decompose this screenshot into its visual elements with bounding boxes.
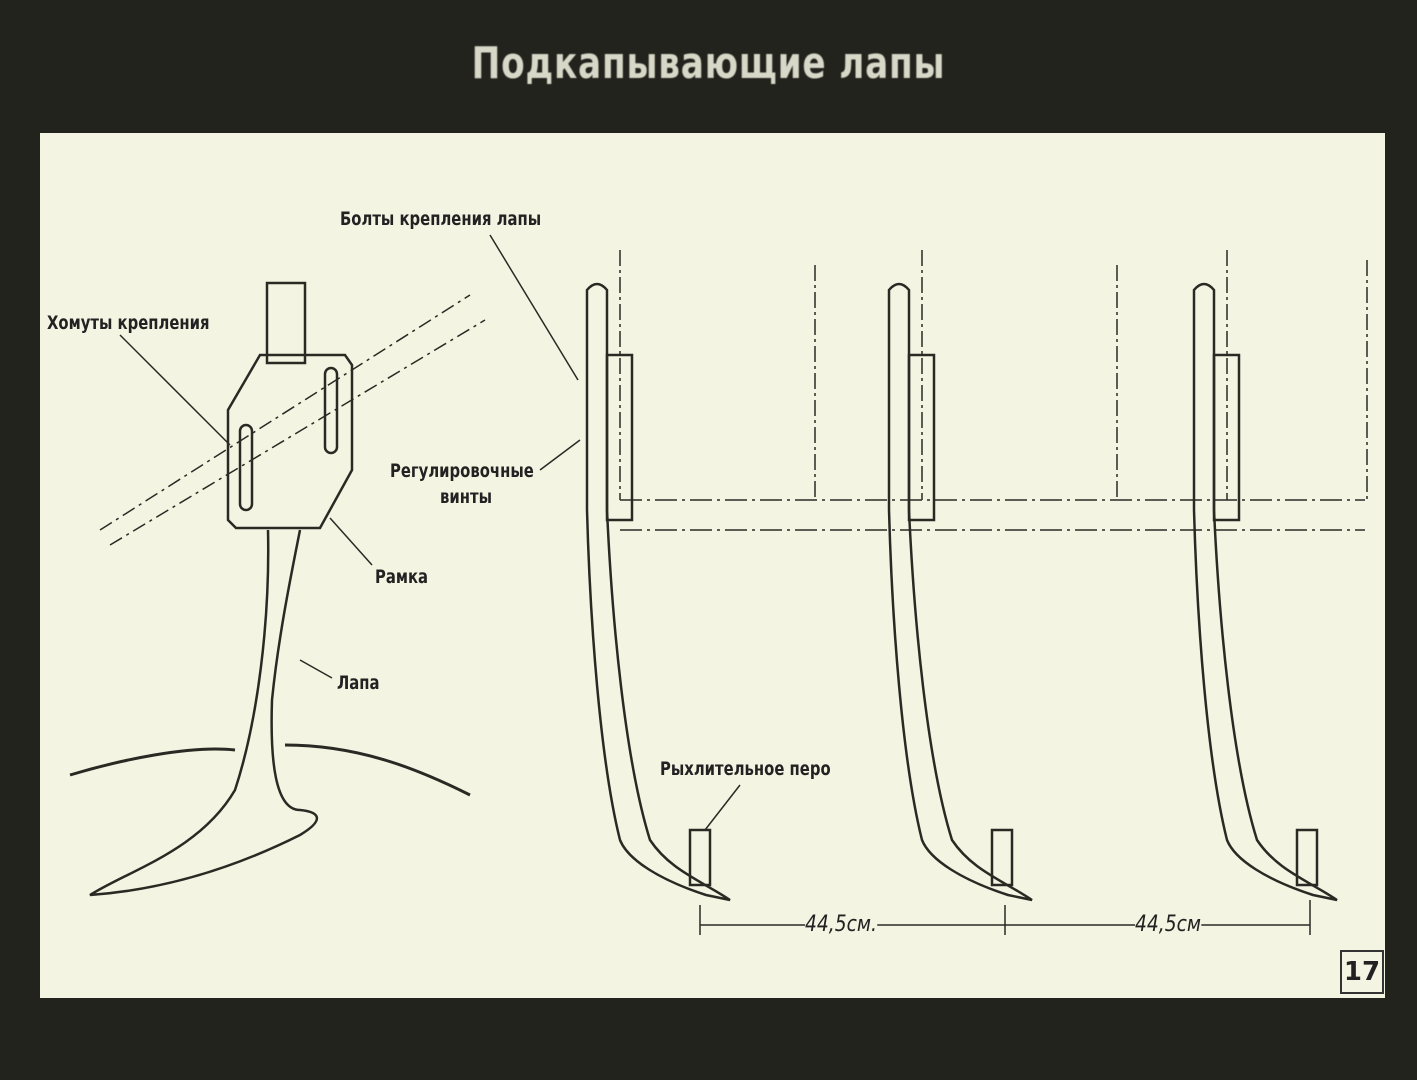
slide-number: 17	[1340, 950, 1384, 994]
side-tine-1	[585, 250, 816, 902]
slide-title: Подкапывающие лапы	[471, 38, 946, 89]
label-clamps: Хомуты крепления	[47, 312, 210, 334]
dimension-1: 44,5см.	[805, 912, 877, 937]
label-bolts: Болты крепления лапы	[340, 208, 542, 230]
side-tine-2	[887, 250, 1118, 902]
diagram-panel	[40, 133, 1385, 998]
perspective-tine	[69, 281, 486, 897]
label-tine: Лапа	[337, 672, 380, 694]
label-loosening-blade: Рыхлительное перо	[660, 758, 831, 780]
label-frame: Рамка	[375, 566, 429, 588]
side-tine-3	[1192, 250, 1368, 902]
label-adjust-screws-1: Регулировочные	[390, 460, 534, 482]
dimension-2: 44,5см	[1135, 912, 1202, 937]
side-tines	[585, 250, 1368, 902]
label-adjust-screws-2: винты	[440, 486, 493, 508]
